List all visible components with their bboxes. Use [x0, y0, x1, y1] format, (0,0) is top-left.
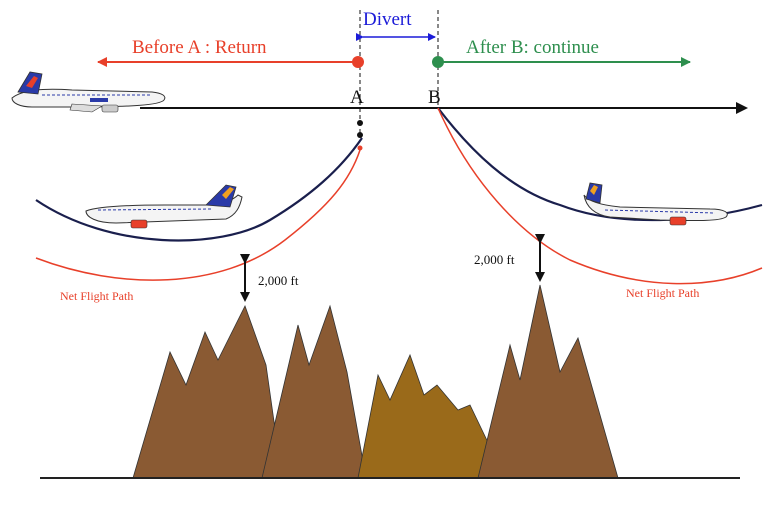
point-a-dot — [352, 56, 364, 68]
point-b-dot — [432, 56, 444, 68]
left-path-dot-upper — [357, 120, 363, 126]
divert-label: Divert — [363, 9, 412, 30]
mountain-range — [132, 284, 619, 479]
aircraft-cruise — [11, 71, 166, 113]
left-altitude-label: 2,000 ft — [258, 273, 299, 288]
left-drift-path — [35, 137, 363, 242]
right-net-path-label: Net Flight Path — [626, 286, 699, 300]
left-net-dot — [357, 145, 363, 151]
aircraft-left-descent — [85, 184, 243, 229]
left-path-dot-lower — [357, 132, 363, 138]
mountain-left — [132, 304, 283, 479]
right-net-flight-path — [437, 107, 763, 285]
point-b-label: B — [428, 87, 441, 108]
return-label: Before A : Return — [132, 37, 267, 58]
point-a-label: A — [350, 87, 364, 108]
left-net-flight-path — [35, 149, 361, 281]
left-net-path-label: Net Flight Path — [60, 289, 133, 303]
right-altitude-label: 2,000 ft — [474, 252, 515, 267]
mountain-mid-left — [261, 304, 367, 479]
continue-label: After B: continue — [466, 37, 599, 58]
mountain-right — [477, 284, 619, 479]
aircraft-right-descent — [583, 182, 728, 226]
